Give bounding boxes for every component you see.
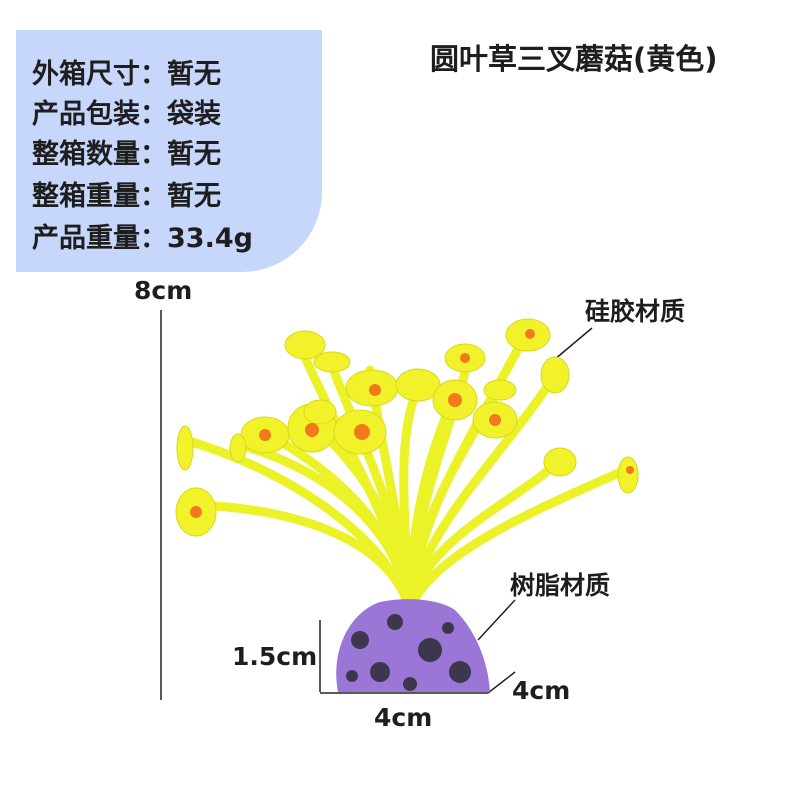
info-row-product-weight: 产品重量：33.4g (32, 223, 253, 254)
product-title: 圆叶草三叉蘑菇(黄色) (430, 42, 718, 76)
base-height-label: 1.5cm (232, 642, 318, 671)
resin-base-rock (336, 599, 490, 692)
info-row-packaging: 产品包装：袋装 (32, 99, 221, 130)
height-label: 8cm (134, 276, 193, 305)
base-depth-measure-line (487, 671, 516, 694)
info-row-box-quantity: 整箱数量：暂无 (32, 139, 221, 170)
mushroom-caps (175, 318, 639, 537)
base-depth-label: 4cm (512, 676, 571, 705)
base-width-label: 4cm (374, 703, 433, 732)
resin-callout-line (477, 599, 516, 641)
info-row-box-size: 外箱尺寸：暂无 (32, 59, 221, 90)
resin-material-label: 树脂材质 (510, 571, 611, 600)
silicone-material-label: 硅胶材质 (585, 297, 686, 326)
product-info-panel: 外箱尺寸：暂无 产品包装：袋装 整箱数量：暂无 整箱重量：暂无 产品重量：33.… (16, 30, 322, 272)
info-row-box-weight: 整箱重量：暂无 (32, 181, 221, 212)
